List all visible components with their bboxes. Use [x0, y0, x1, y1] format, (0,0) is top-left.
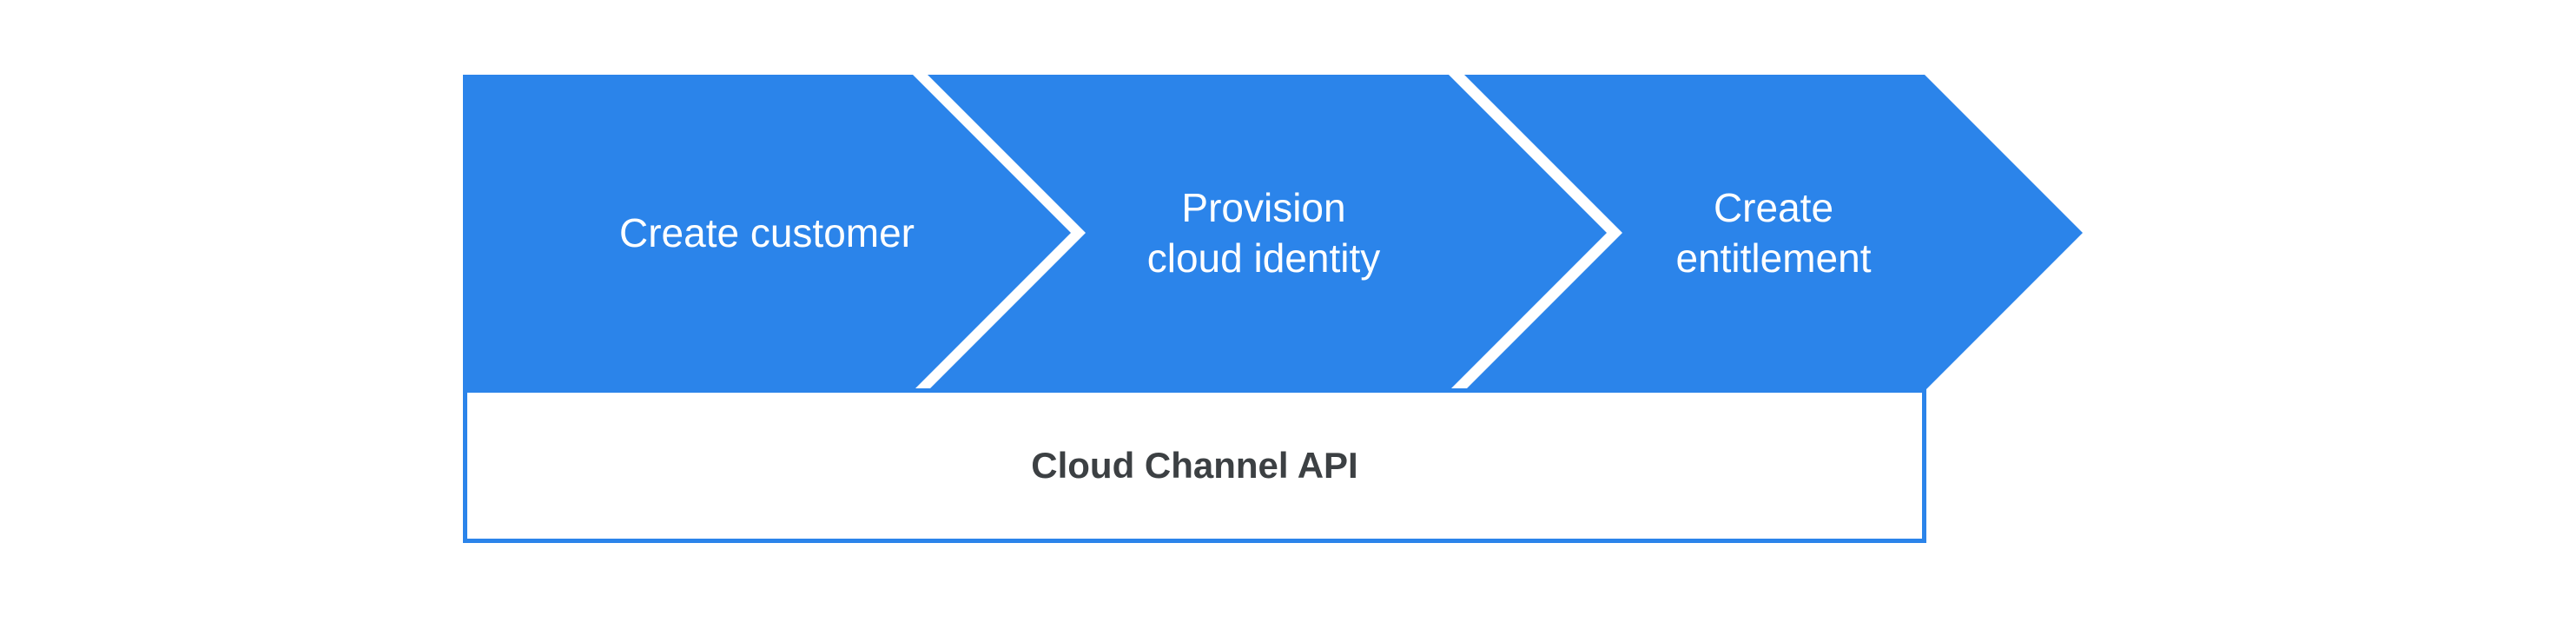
- api-container-box: [463, 388, 1926, 543]
- chevron-step-2: [928, 75, 1607, 391]
- chevron-step-3: [1464, 75, 2083, 391]
- chevron-step-1: [463, 75, 1071, 391]
